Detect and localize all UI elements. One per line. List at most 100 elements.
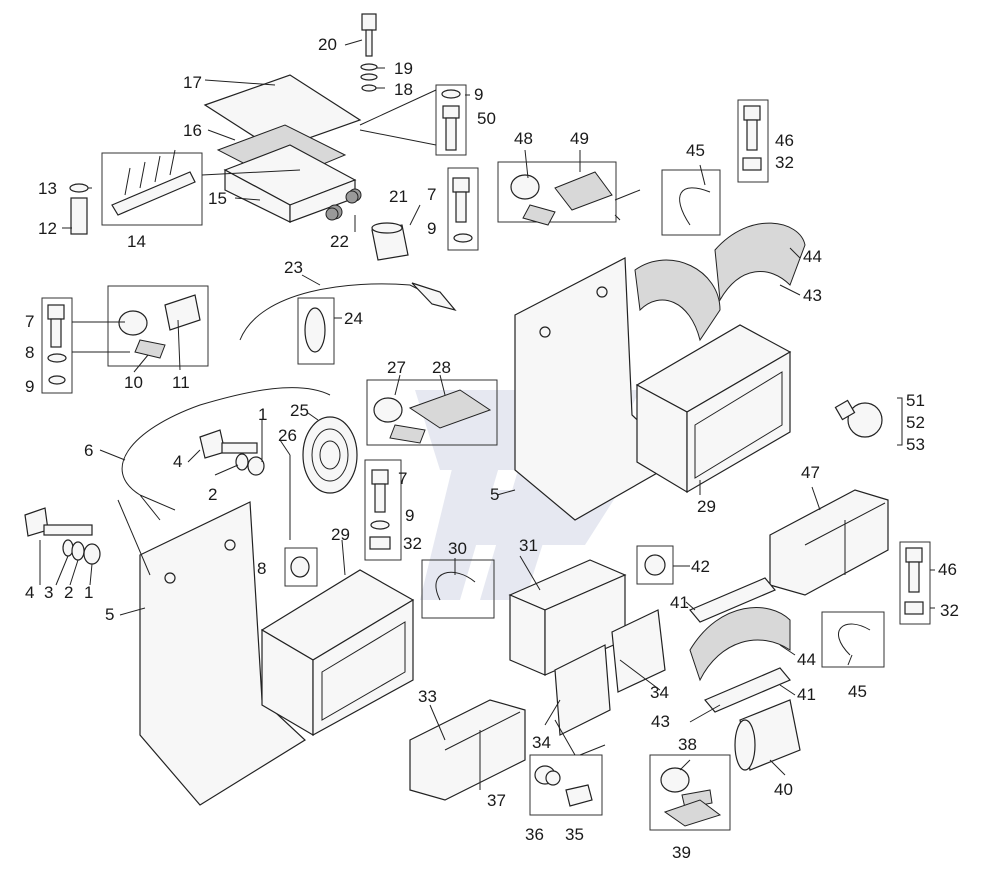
- bolt-7-top: [452, 177, 473, 243]
- label-40: 40: [774, 780, 793, 799]
- label-7: 7: [398, 469, 407, 488]
- group-box-45-top: [661, 169, 721, 236]
- label-21: 21: [389, 187, 408, 206]
- cable-30: [435, 571, 476, 601]
- pad-49: [554, 171, 613, 211]
- label-14: 14: [127, 232, 146, 251]
- junction-box: [203, 74, 362, 223]
- leader-lines: [39, 39, 935, 776]
- label-37: 37: [487, 791, 506, 810]
- label-7: 7: [427, 185, 436, 204]
- label-49: 49: [570, 129, 589, 148]
- label-9: 9: [427, 219, 436, 238]
- cable-6: [121, 387, 331, 496]
- strap-43-top: [634, 259, 721, 342]
- label-9: 9: [405, 506, 414, 525]
- label-41: 41: [670, 593, 689, 612]
- clamp-10: [118, 310, 166, 359]
- cable-23: [239, 283, 441, 341]
- seal-24: [304, 307, 326, 353]
- strap-41-bottom: [704, 667, 791, 713]
- cable-23-terminal: [411, 282, 457, 312]
- label-1: 1: [84, 583, 93, 602]
- screw-35: [534, 765, 593, 807]
- label-50: 50: [477, 109, 496, 128]
- label-23: 23: [284, 258, 303, 277]
- group-box-30: [421, 559, 495, 619]
- label-18: 18: [394, 80, 413, 99]
- label-8: 8: [257, 559, 266, 578]
- label-6: 6: [84, 441, 93, 460]
- label-34: 34: [532, 733, 551, 752]
- clamp-38: [660, 767, 713, 809]
- label-43: 43: [803, 286, 822, 305]
- group-box-48-49: [497, 161, 617, 223]
- lamp-34-left: [554, 644, 611, 736]
- label-29: 29: [331, 525, 350, 544]
- strap-44-top: [714, 222, 806, 302]
- group-box-24: [297, 297, 335, 365]
- sleeve-21: [371, 222, 409, 261]
- group-box-7-9-32: [364, 459, 402, 561]
- label-35: 35: [565, 825, 584, 844]
- label-38: 38: [678, 735, 697, 754]
- label-47: 47: [801, 463, 820, 482]
- label-46: 46: [775, 131, 794, 150]
- label-9: 9: [474, 85, 483, 104]
- label-4: 4: [25, 583, 34, 602]
- label-48: 48: [514, 129, 533, 148]
- label-20: 20: [318, 35, 337, 54]
- label-33: 33: [418, 687, 437, 706]
- label-44: 44: [797, 650, 816, 669]
- bolt-7-mid: [369, 469, 391, 550]
- group-box-27-28: [366, 379, 498, 446]
- label-2: 2: [208, 485, 217, 504]
- label-30: 30: [448, 539, 467, 558]
- label-27: 27: [387, 358, 406, 377]
- battery-bracket-left: [139, 501, 306, 806]
- group-box-38-39: [649, 754, 731, 831]
- label-28: 28: [432, 358, 451, 377]
- label-36: 36: [525, 825, 544, 844]
- terminal-block: [111, 149, 196, 216]
- group-box-46-32-top: [737, 99, 769, 183]
- label-52: 52: [906, 413, 925, 432]
- pad-39: [663, 799, 722, 827]
- group-box-10-11: [107, 285, 209, 367]
- label-43: 43: [651, 712, 670, 731]
- group-box-45-right: [821, 611, 885, 668]
- group-box-50: [435, 84, 467, 156]
- label-29: 29: [697, 497, 716, 516]
- label-24: 24: [344, 309, 363, 328]
- label-45: 45: [686, 141, 705, 160]
- label-8: 8: [25, 343, 34, 362]
- sleeve-11: [164, 294, 201, 331]
- cable-6-ends: [139, 494, 176, 521]
- battery-box-left: [260, 569, 415, 737]
- label-32: 32: [775, 153, 794, 172]
- lamp-40: [734, 699, 801, 771]
- cable-45-right: [838, 623, 871, 656]
- label-32: 32: [403, 534, 422, 553]
- horn-25: [302, 416, 358, 494]
- label-39: 39: [672, 843, 691, 862]
- label-13: 13: [38, 179, 57, 198]
- label-42: 42: [691, 557, 710, 576]
- clamp-27: [373, 397, 426, 444]
- label-5: 5: [490, 485, 499, 504]
- label-11: 11: [172, 373, 190, 392]
- label-45: 45: [848, 682, 867, 701]
- label-19: 19: [394, 59, 413, 78]
- label-31: 31: [519, 536, 538, 555]
- label-2: 2: [64, 583, 73, 602]
- group-box-7-8-9: [41, 297, 73, 394]
- bulb-51: [834, 399, 883, 438]
- bolt-7-left: [47, 304, 67, 385]
- bolt-20: [360, 13, 378, 92]
- label-15: 15: [208, 189, 227, 208]
- grommet-22: [325, 190, 359, 221]
- label-51: 51: [906, 391, 925, 410]
- label-10: 10: [124, 373, 143, 392]
- lamp-47: [769, 489, 889, 596]
